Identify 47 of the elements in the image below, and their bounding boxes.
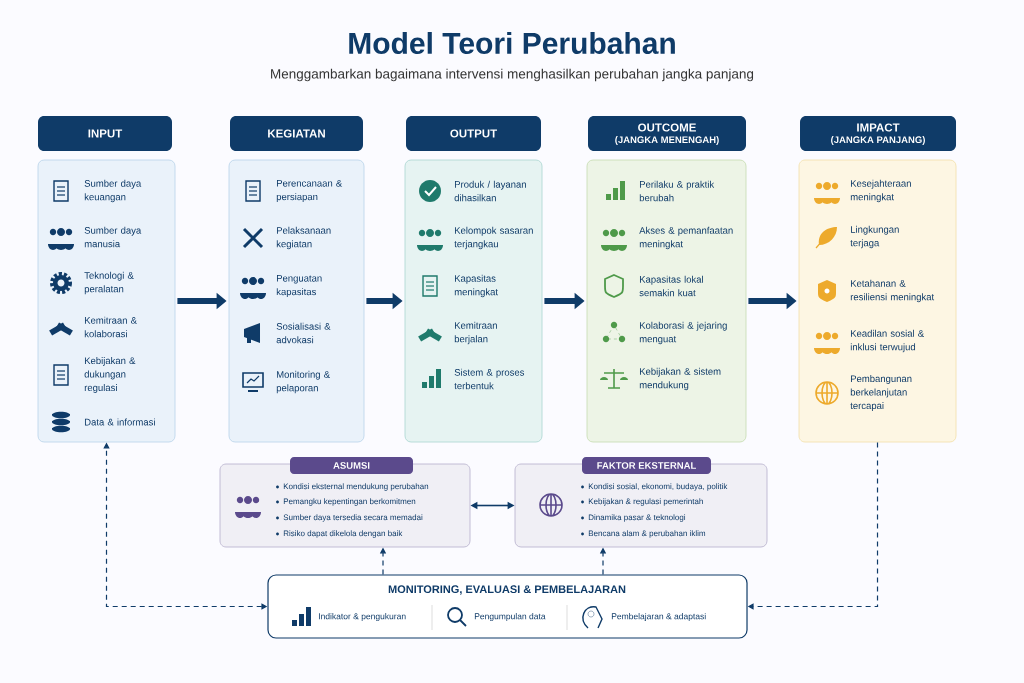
item-text: Kapasitas lokal semakin kuat: [639, 275, 703, 297]
item-text: Pembelajaran & adaptasi: [611, 613, 706, 621]
bullet-text: Dinamika pasar & teknologi: [588, 514, 686, 522]
item-text: Produk / layanan dihasilkan: [454, 180, 526, 202]
item-text: Teknologi & peralatan: [84, 271, 134, 295]
bullet-text: Pemangku kepentingan berkomitmen: [283, 498, 416, 506]
bullet-text: Bencana alam & perubahan iklim: [588, 530, 706, 538]
item-text: Pelaksanaan kegiatan: [276, 226, 331, 250]
item-text: Pembangunan berkelanjutan tercapai: [850, 375, 912, 411]
item-text: Pengumpulan data: [474, 613, 546, 621]
item-text: Sosialisasi & advokasi: [276, 322, 331, 344]
item-text: Kemitraan berjalan: [454, 321, 497, 345]
column-header: KEGIATAN: [230, 116, 363, 151]
bullet-text: Kebijakan & regulasi pemerintah: [588, 498, 703, 506]
item-text: Kebijakan & dukungan regulasi: [84, 357, 136, 393]
column-header: IMPACT (JANGKA PANJANG): [800, 116, 956, 151]
item-text: Sumber daya keuangan: [84, 179, 142, 203]
column-header: OUTPUT: [406, 116, 541, 151]
item-text: Penguatan kapasitas: [276, 275, 322, 297]
item-text: Ketahanan & resiliensi meningkat: [850, 279, 935, 303]
item-text: Data & informasi: [85, 418, 155, 426]
item-text: Kolaborasi & jejaring menguat: [639, 321, 727, 345]
item-text: Perencanaan & persiapan: [276, 180, 343, 203]
item-text: Kesejahteraan meningkat: [850, 179, 911, 203]
item-text: Keadilan sosial & inklusi terwujud: [850, 329, 924, 353]
title: Model Teori Perubahan: [349, 32, 675, 54]
item-text: Perilaku & praktik berubah: [639, 180, 715, 202]
item-text: Sistem & proses terbentuk: [454, 368, 525, 390]
panel-title: MONITORING, EVALUASI & PEMBELAJARAN: [388, 585, 626, 595]
column-header: INPUT: [38, 116, 172, 151]
item-text: Indikator & pengukuran: [319, 613, 406, 621]
item-text: Kapasitas meningkat: [454, 274, 498, 298]
item-text: Sumber daya manusia: [84, 226, 142, 248]
item-text: Lingkungan terjaga: [850, 225, 899, 249]
item-text: Kemitraan & kolaborasi: [84, 316, 137, 338]
item-text: Kelompok sasaran terjangkau: [454, 226, 533, 250]
subtitle: Menggambarkan bagaimana intervensi menghasilkan perubahan jangka panjang: [271, 68, 754, 82]
column-header: OUTCOME (JANGKA MENENGAH): [588, 116, 746, 151]
item-text: Kebijakan & sistem mendukung: [639, 367, 721, 391]
panel-tag: FAKTOR EKSTERNAL: [582, 457, 711, 474]
bullet-text: Sumber daya tersedia secara memadai: [283, 514, 423, 522]
item-text: Monitoring & pelaporan: [276, 370, 330, 394]
bullet-text: Kondisi eksternal mendukung perubahan: [283, 483, 429, 491]
item-text: Akses & pemanfaatan meningkat: [639, 226, 733, 250]
bullet-text: Kondisi sosial, ekonomi, budaya, politik: [588, 483, 728, 491]
bullet-text: Risiko dapat dikelola dengan baik: [283, 530, 403, 538]
panel-tag: ASUMSI: [290, 457, 413, 474]
